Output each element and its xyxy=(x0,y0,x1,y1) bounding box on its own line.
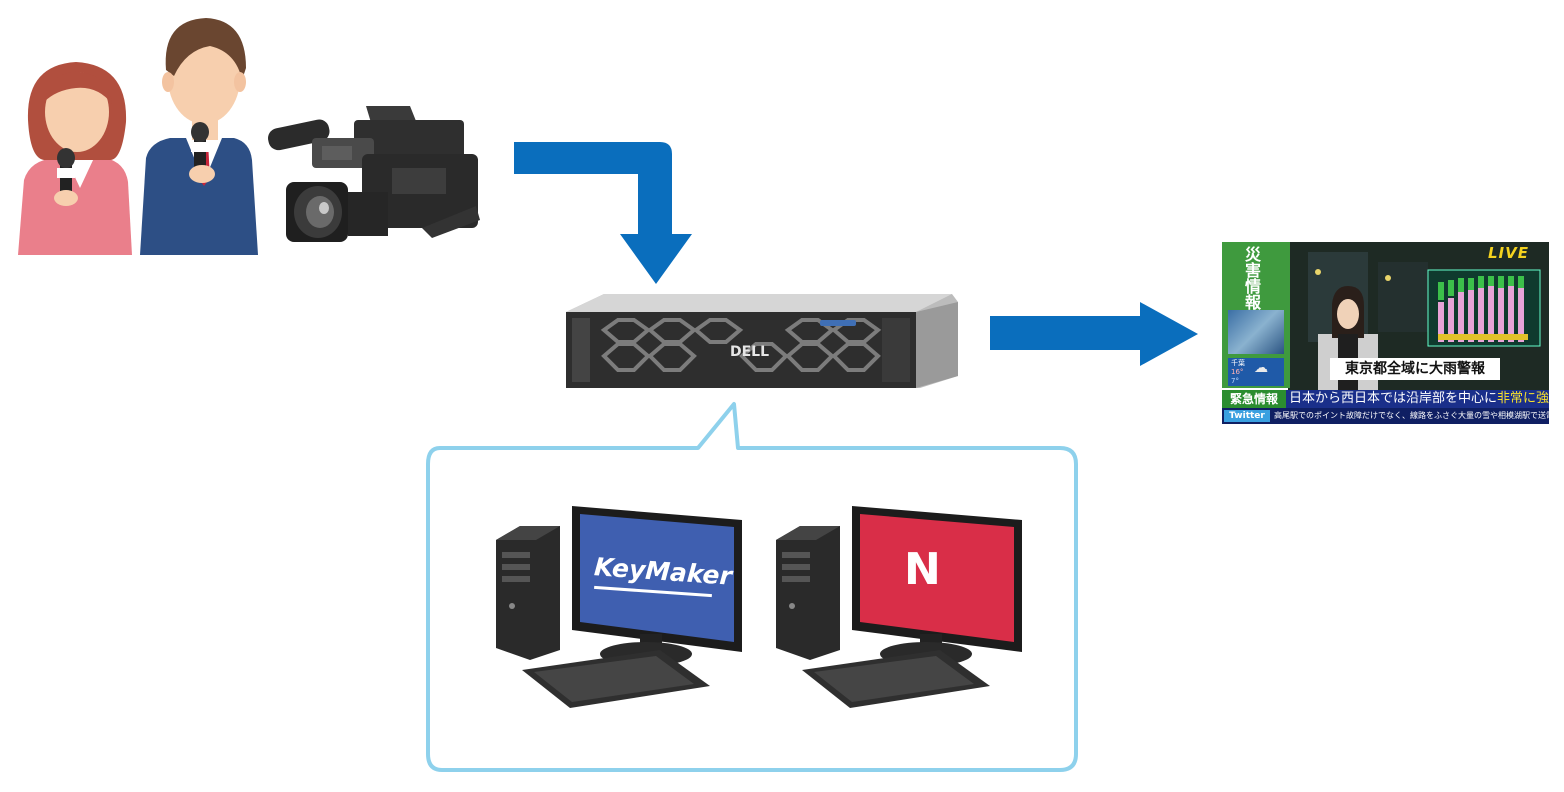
arrow-right-to-tv xyxy=(990,302,1198,366)
tv-satellite-image xyxy=(1228,310,1284,354)
cloud-icon: ☁ xyxy=(1254,360,1268,376)
n-app-pc xyxy=(776,506,1022,708)
tv-ticker-text: 日本から西日本では沿岸部を中心に非常に強い雨 xyxy=(1289,391,1549,406)
tv-emergency-tag: 緊急情報 xyxy=(1222,390,1286,408)
arrow-down-to-server xyxy=(514,142,692,284)
n-app-logo: N xyxy=(904,544,941,595)
tv-twitter-tag: Twitter xyxy=(1224,410,1270,422)
rain-chart xyxy=(1427,269,1541,347)
tv-headline-caption: 東京都全域に大雨警報 xyxy=(1330,358,1500,380)
tv-weather-high: 16° xyxy=(1231,368,1244,376)
keymaker-pc xyxy=(496,506,742,708)
tv-weather-city: 千葉 xyxy=(1231,359,1245,367)
tv-weather-low: 7° xyxy=(1231,377,1239,385)
tv-sidebar-title: 災害情報 xyxy=(1242,246,1261,310)
male-reporter-icon xyxy=(140,18,258,255)
tv-weather-panel: 千葉 16° 7° ☁ xyxy=(1228,358,1284,386)
video-camera-icon xyxy=(268,106,480,242)
tv-twitter-text: 高尾駅でのポイント故障だけでなく、線路をふさぐ大量の雪や相模湖駅で送電 xyxy=(1274,411,1549,420)
tv-twitter-ticker: Twitter 高尾駅でのポイント故障だけでなく、線路をふさぐ大量の雪や相模湖駅… xyxy=(1222,408,1549,424)
female-reporter-icon xyxy=(18,62,132,255)
tv-emergency-ticker: 緊急情報 日本から西日本では沿岸部を中心に非常に強い雨 xyxy=(1222,390,1549,408)
tv-live-badge: LIVE xyxy=(1488,244,1529,262)
tv-disaster-sidebar: 災害情報 千葉 16° 7° ☁ xyxy=(1222,242,1290,388)
server-brand-label: DELL xyxy=(730,344,769,360)
reporters-illustration xyxy=(18,18,258,255)
rack-server: DELL xyxy=(566,294,958,388)
